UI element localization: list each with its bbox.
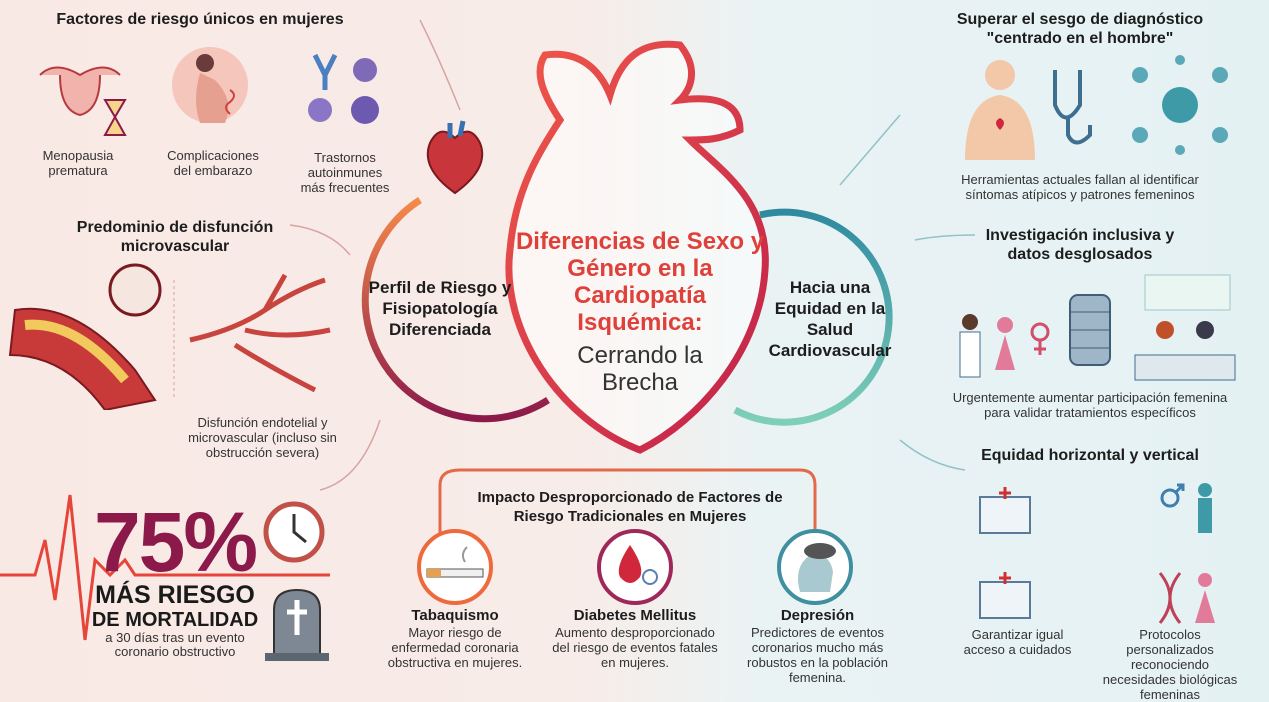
title-block: Diferencias de Sexo y Género en la Cardi… (515, 228, 765, 396)
equity-heading: Equidad horizontal y vertical (981, 447, 1199, 464)
smoking-title: Tabaquismo (411, 607, 499, 624)
mortality-line1: MÁS RIESGO (95, 581, 255, 609)
artery-cross-section-icon (8, 263, 162, 410)
doctor-icon (959, 314, 981, 378)
hospital-icon-2 (979, 572, 1031, 619)
anatomical-heart-icon (426, 120, 484, 195)
unique-factors-heading: Factores de riesgo únicos en mujeres (56, 11, 344, 28)
database-icon (1069, 294, 1111, 366)
cigarette-icon (417, 529, 493, 605)
diabetes-desc: Aumento desproporcionado del riesgo de e… (552, 625, 718, 670)
smoking-desc: Mayor riesgo de enfermedad coronaria obs… (387, 625, 523, 670)
mortality-line2: DE MORTALIDAD (91, 609, 259, 631)
item-autoimmune: Trastornos autoinmunes más frecuentes (300, 150, 390, 195)
pregnant-woman-icon (172, 47, 248, 123)
stethoscope-icon (1053, 70, 1092, 145)
bottom-bracket (438, 468, 817, 540)
diabetes-title: Diabetes Mellitus (573, 607, 697, 624)
microvascular-heading: Predominio de disfunción microvascular (76, 219, 274, 255)
equity-protocols-label: Protocolos personalizados reconociendo n… (1102, 627, 1238, 702)
gender-figure-icon (1160, 483, 1212, 533)
main-title: Diferencias de Sexo y Género en la Cardi… (515, 228, 765, 336)
right-hub-label: Hacia una Equidad en la Salud Cardiovasc… (768, 278, 892, 360)
antibody-cells-icon (308, 53, 379, 124)
bias-caption: Herramientas actuales fallan al identifi… (961, 172, 1199, 202)
research-caption: Urgentemente aumentar participación feme… (952, 390, 1228, 420)
equity-access-label: Garantizar igual acceso a cuidados (963, 627, 1072, 657)
item-pregnancy: Complicaciones del embarazo (167, 148, 259, 178)
chart-panel-icon (1144, 274, 1231, 311)
bottom-heading: Impacto Desproporcionado de Factores de … (477, 489, 783, 525)
female-symbol-icon (1030, 322, 1050, 355)
depression-title: Depresión (780, 607, 855, 624)
left-hub-ring (361, 197, 550, 423)
network-icon (1132, 55, 1228, 155)
microvessels-icon (189, 273, 331, 393)
main-subtitle: Cerrando la Brecha (577, 342, 703, 396)
mortality-block: 75% MÁS RIESGO DE MORTALIDAD a 30 días t… (85, 495, 265, 659)
lab-scientists-icon (1134, 321, 1236, 381)
ekg-line (0, 494, 330, 641)
research-illustration (959, 274, 1236, 381)
male-torso-icon (965, 60, 1035, 160)
item-menopause: Menopausia prematura (42, 148, 114, 178)
research-heading: Investigación inclusiva y datos desglosa… (985, 227, 1175, 263)
mortality-detail: a 30 días tras un evento coronario obstr… (105, 630, 245, 659)
woman-icon (995, 317, 1015, 370)
bias-heading: Superar el sesgo de diagnóstico "centrad… (956, 11, 1204, 47)
heart-outline (505, 40, 769, 454)
connector-graphics (0, 19, 976, 641)
clock-icon (263, 501, 325, 563)
tombstone-icon (265, 588, 329, 661)
blood-drop-icon (597, 529, 673, 605)
mortality-percent: 75% (93, 495, 258, 589)
right-hub-ring (733, 208, 893, 426)
microvascular-caption: Disfunción endotelial y microvascular (i… (188, 415, 337, 460)
storm-head-icon (777, 529, 853, 605)
uterus-hourglass-icon (39, 66, 127, 136)
depression-desc: Predictores de eventos coronarios mucho … (747, 625, 888, 685)
hospital-icon (979, 487, 1031, 534)
left-hub-label: Perfil de Riesgo y Fisiopatología Difere… (368, 278, 512, 339)
dna-gender-icon (1158, 572, 1215, 624)
diagnosis-icons (965, 55, 1228, 160)
